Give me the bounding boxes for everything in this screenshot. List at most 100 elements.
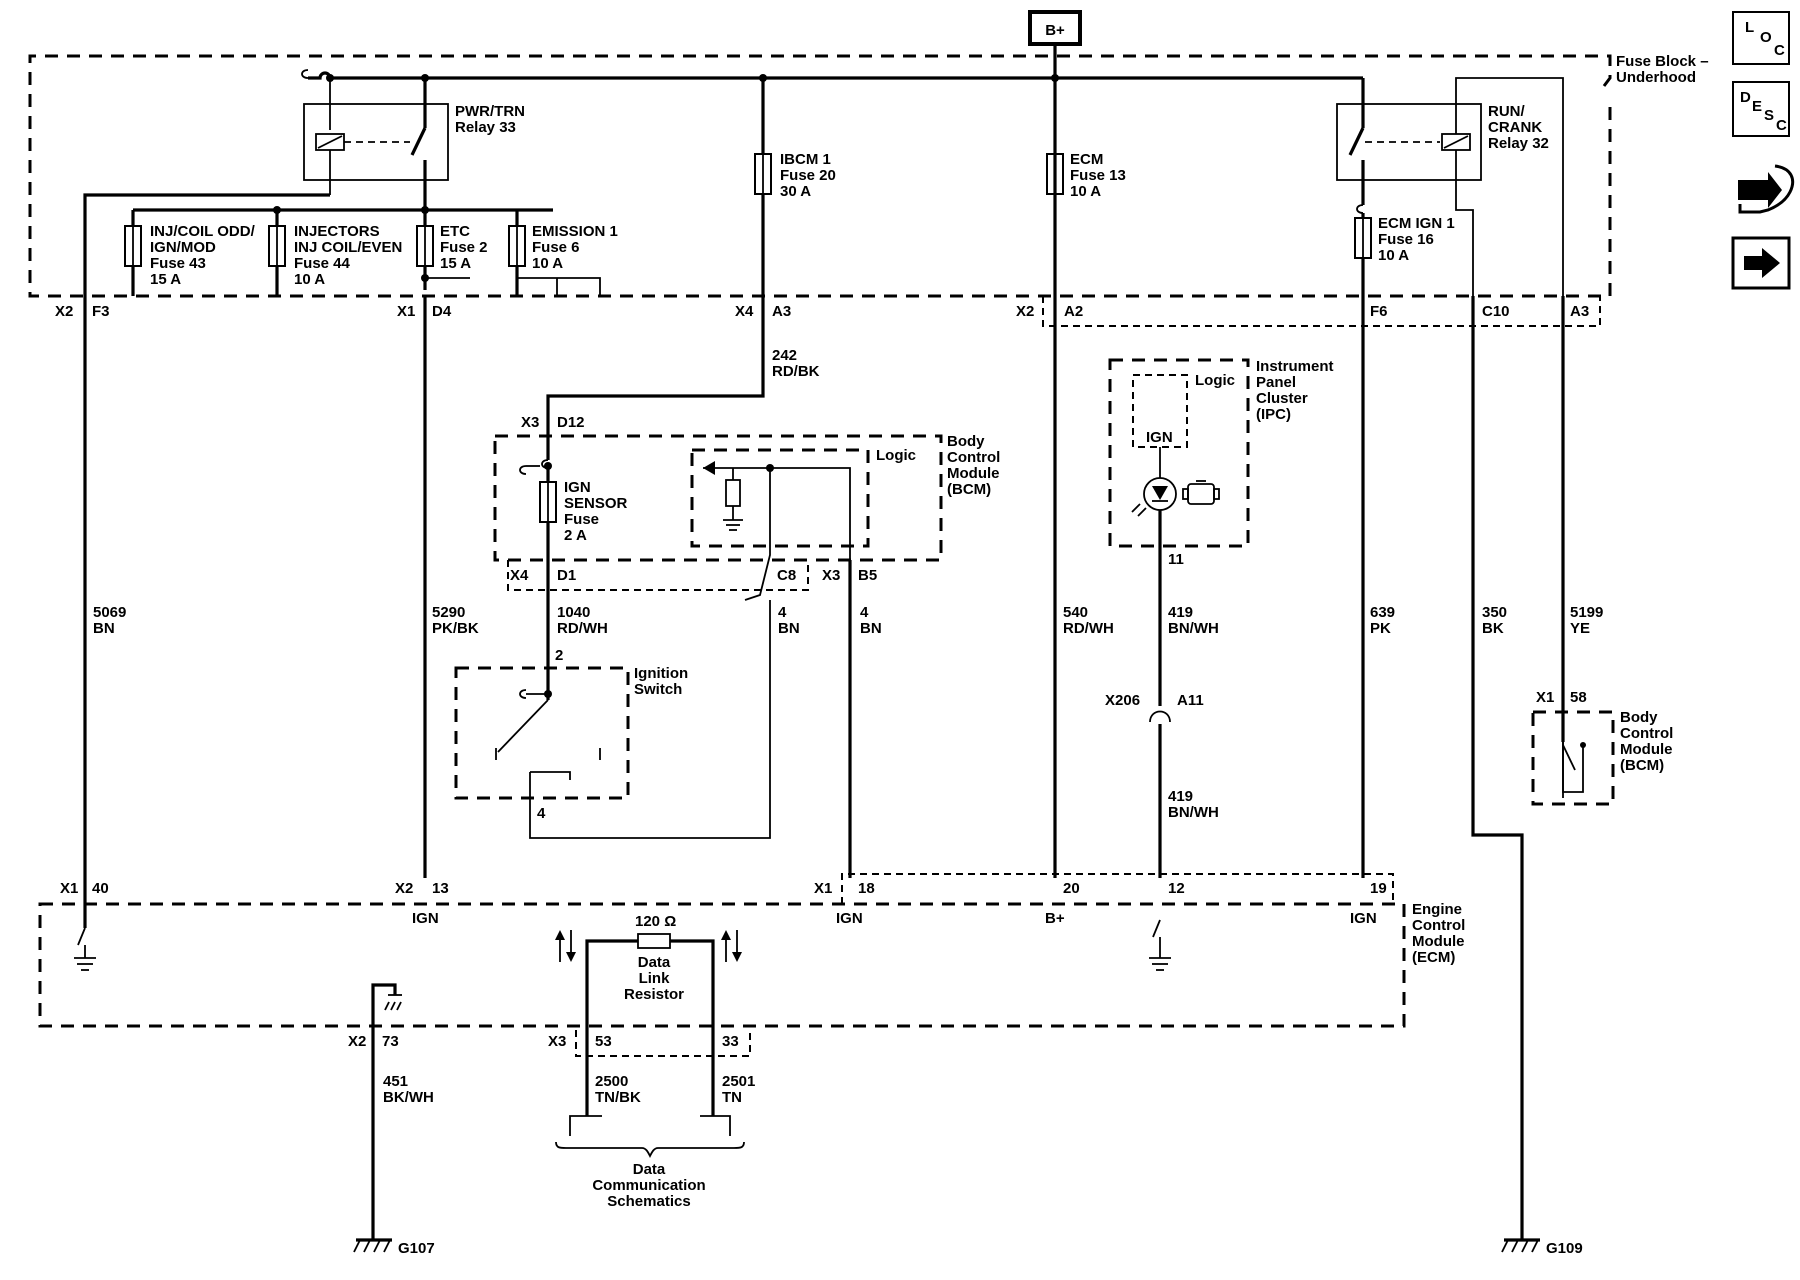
wire-419a-num: 419 <box>1168 604 1193 621</box>
x206-connector <box>1149 710 1171 723</box>
fuse-2-label-2: Fuse 2 <box>440 239 488 256</box>
ign-switch-title-1: Ignition <box>634 665 688 682</box>
bcm-title-4: (BCM) <box>947 481 991 498</box>
x206-pin-a11: A11 <box>1177 692 1204 709</box>
ipc-title-3: Cluster <box>1256 390 1308 407</box>
data-comm-label-2: Communication <box>592 1177 705 1194</box>
ecm-ign-label-3: IGN <box>1350 910 1377 927</box>
fuse-16: ECM IGN 1 Fuse 16 10 A <box>1354 204 1455 296</box>
wire-4b-num: 4 <box>860 604 869 621</box>
ecm-title-4: (ECM) <box>1412 949 1455 966</box>
bcm-pin-b5: B5 <box>858 567 877 584</box>
pin-x1: X1 <box>397 303 415 320</box>
wire-451-num: 451 <box>383 1073 408 1090</box>
fuse-43-label-4: 15 A <box>150 271 181 288</box>
b-plus-supply: B+ <box>1028 10 1082 78</box>
ecm-title-3: Module <box>1412 933 1465 950</box>
fuse-2: ETC Fuse 2 15 A <box>416 223 488 272</box>
ipc-title-4: (IPC) <box>1256 406 1291 423</box>
wire-540-color: RD/WH <box>1063 620 1114 637</box>
fuse-block-title-2: Underhood <box>1616 69 1696 86</box>
fuse-13-label-3: 10 A <box>1070 183 1101 200</box>
ignition-switch: Ignition Switch 2 4 <box>454 600 771 839</box>
relay-32-label-3: Relay 32 <box>1488 135 1549 152</box>
ign-switch-pin-4: 4 <box>537 805 546 822</box>
ecm-pin-x1: X1 <box>60 880 78 897</box>
connector-view-icon[interactable] <box>1738 164 1795 214</box>
ecm-pin-x2-b: X2 <box>348 1033 366 1050</box>
wire-5069-color: BN <box>93 620 115 637</box>
fuse-block-underhood: Fuse Block – Underhood PWR/TRN Relay 33 <box>28 53 1709 327</box>
pin-a2: A2 <box>1064 303 1083 320</box>
circuit-wires <box>83 78 1564 1240</box>
bcm-pin-x3: X3 <box>521 414 539 431</box>
wire-2501-color: TN <box>722 1089 742 1106</box>
wire-350-color: BK <box>1482 620 1504 637</box>
pin-f6: F6 <box>1370 303 1388 320</box>
ecm-pin-12: 12 <box>1168 880 1185 897</box>
relay-33-label-2: Relay 33 <box>455 119 516 136</box>
fuse-44-label-4: 10 A <box>294 271 325 288</box>
ground-g109: G109 <box>1501 1238 1583 1257</box>
wire-5290-num: 5290 <box>432 604 465 621</box>
run-crank-relay-32: RUN/ CRANK Relay 32 <box>1336 77 1564 296</box>
wire-419b-num: 419 <box>1168 788 1193 805</box>
fuse-20-label-2: Fuse 20 <box>780 167 836 184</box>
ground-g107: G107 <box>353 1238 435 1257</box>
pin-c10: C10 <box>1482 303 1510 320</box>
wire-4a-num: 4 <box>778 604 787 621</box>
x206-label: X206 <box>1105 692 1140 709</box>
data-comm-label-3: Schematics <box>607 1193 690 1210</box>
fuse-20: IBCM 1 Fuse 20 30 A <box>754 78 836 296</box>
wire-5069-num: 5069 <box>93 604 126 621</box>
ecm-pin-x2: X2 <box>395 880 413 897</box>
fuse-20-label-3: 30 A <box>780 183 811 200</box>
fuse-43: INJ/COIL ODD/ IGN/MOD Fuse 43 15 A <box>124 223 256 288</box>
engine-icon <box>1182 480 1220 505</box>
loc-letter-o: O <box>1760 29 1772 46</box>
ecm-title-1: Engine <box>1412 901 1462 918</box>
desc-icon[interactable]: D E S C <box>1732 81 1790 137</box>
wire-419b-color: BN/WH <box>1168 804 1219 821</box>
resistor-label-2: Link <box>639 970 670 987</box>
pin-x4: X4 <box>735 303 754 320</box>
ign-sensor-fuse-label-2: SENSOR <box>564 495 628 512</box>
fuse-6: EMISSION 1 Fuse 6 10 A <box>508 223 618 272</box>
wire-2501-num: 2501 <box>722 1073 755 1090</box>
ecm-pin-18: 18 <box>858 880 875 897</box>
fuse-2-label-1: ETC <box>440 223 470 240</box>
desc-letter-d: D <box>1740 89 1751 106</box>
fuse-16-label-2: Fuse 16 <box>1378 231 1434 248</box>
ecm-pin-33: 33 <box>722 1033 739 1050</box>
wire-2500-color: TN/BK <box>595 1089 641 1106</box>
bcm-pin-d1: D1 <box>557 567 576 584</box>
loc-letter-l: L <box>1745 19 1754 36</box>
wire-350-num: 350 <box>1482 604 1507 621</box>
wire-639-num: 639 <box>1370 604 1395 621</box>
fuse-13: ECM Fuse 13 10 A <box>1046 151 1126 200</box>
bcm-title-2: Control <box>947 449 1000 466</box>
resistor-value: 120 Ω <box>635 913 676 930</box>
fuse-6-label-1: EMISSION 1 <box>532 223 618 240</box>
ecm-pin-x3: X3 <box>548 1033 566 1050</box>
ecm-pin-73: 73 <box>382 1033 399 1050</box>
ecm-title-2: Control <box>1412 917 1465 934</box>
fuse-6-label-2: Fuse 6 <box>532 239 580 256</box>
pwr-trn-relay-33: PWR/TRN Relay 33 <box>303 78 525 290</box>
fuse-44: INJECTORS INJ COIL/EVEN Fuse 44 10 A <box>268 223 402 288</box>
loc-icon[interactable]: L O C <box>1732 11 1790 65</box>
relay-33-label-1: PWR/TRN <box>455 103 525 120</box>
data-comm-label-1: Data <box>633 1161 666 1178</box>
wire-2500-num: 2500 <box>595 1073 628 1090</box>
ecm-ign-label-2: IGN <box>836 910 863 927</box>
fuse-block-title-1: Fuse Block – <box>1616 53 1709 70</box>
bcm2-title-1: Body <box>1620 709 1658 726</box>
engine-control-module: Engine Control Module (ECM) X1 40 X2 13 … <box>38 873 1465 1240</box>
wire-4a-color: BN <box>778 620 800 637</box>
bcm-title-1: Body <box>947 433 985 450</box>
ipc-ign-label: IGN <box>1146 429 1173 446</box>
wire-242-color: RD/BK <box>772 363 820 380</box>
bcm2-title-3: Module <box>1620 741 1673 758</box>
next-arrow-icon[interactable] <box>1731 236 1791 290</box>
fuse-44-label-2: INJ COIL/EVEN <box>294 239 402 256</box>
